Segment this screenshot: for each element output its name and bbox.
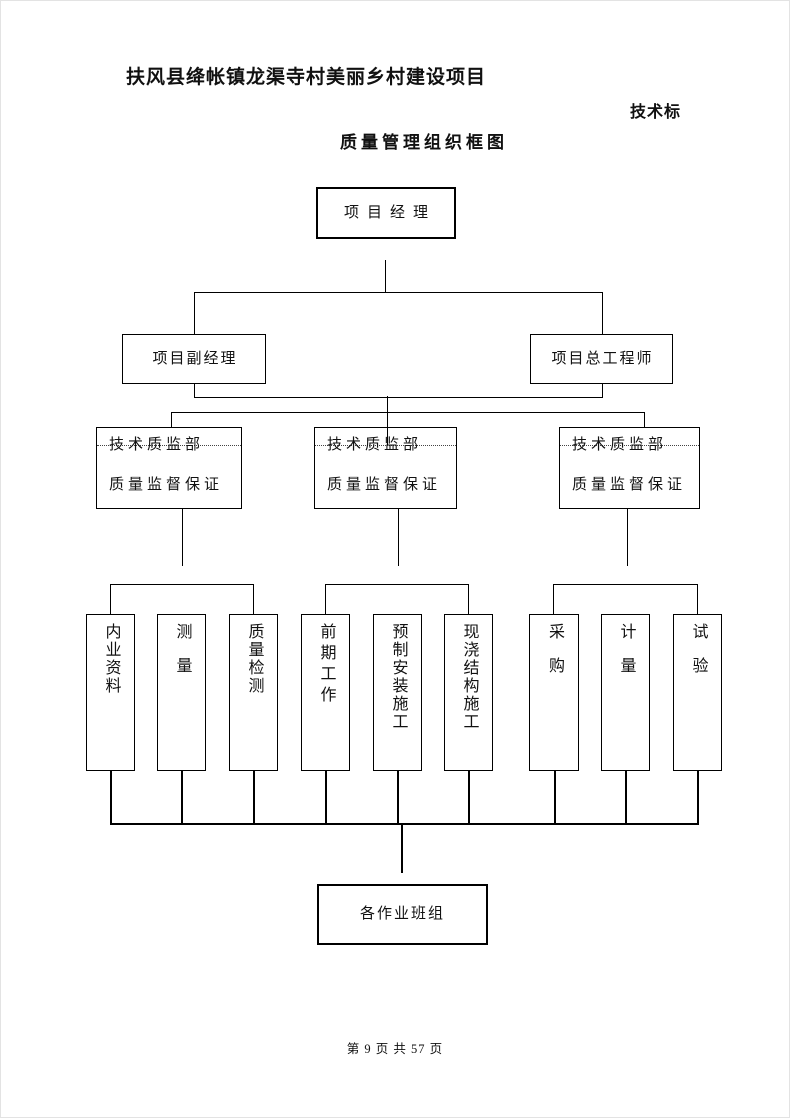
- connector-bottom-stub-3: [253, 771, 255, 823]
- org-box-project-manager: 项目经理: [316, 187, 456, 239]
- org-box-dept-2: 技术质监部 质量监督保证: [314, 427, 457, 509]
- org-box-deputy-manager: 项目副经理: [122, 334, 266, 384]
- connector-group3-stub-right: [697, 584, 698, 614]
- vbox-label: 试验: [689, 623, 707, 691]
- vbox-label: 质量检测: [245, 623, 263, 695]
- dept-line2: 质量监督保证: [109, 477, 224, 493]
- connector-group2-stub-left: [325, 584, 326, 614]
- connector-bottom-stub-6: [468, 771, 470, 823]
- org-box-work-teams: 各作业班组: [317, 884, 488, 945]
- connector-root-drop: [385, 260, 386, 292]
- connector-bottom-stub-9: [697, 771, 699, 823]
- connector-group3-rail: [553, 584, 698, 585]
- connector-bottom-box-drop: [401, 825, 403, 873]
- org-box-dept-1: 技术质监部 质量监督保证: [96, 427, 242, 509]
- org-box-quality-inspection: 质量检测: [229, 614, 278, 771]
- connector-group3-drop: [627, 509, 628, 566]
- connector-group2-drop: [398, 509, 399, 566]
- dept-line1: 技术质监部: [109, 437, 205, 453]
- project-title: 扶风县绛帐镇龙渠寺村美丽乡村建设项目: [126, 67, 487, 88]
- connector-bottom-stub-2: [181, 771, 183, 823]
- dotted-rule: [560, 445, 699, 446]
- connector-level3-stub-right: [644, 412, 645, 428]
- org-box-dept-3: 技术质监部 质量监督保证: [559, 427, 700, 509]
- org-box-preliminary-work: 前期工作: [301, 614, 350, 771]
- vbox-label: 计量: [617, 623, 635, 691]
- connector-bottom-stub-1: [110, 771, 112, 823]
- bid-type-label: 技术标: [630, 104, 682, 121]
- org-box-internal-records: 内业资料: [86, 614, 135, 771]
- connector-level3-rail: [171, 412, 644, 413]
- vbox-label: 采购: [546, 623, 563, 691]
- org-box-prefab-installation: 预制安装施工: [373, 614, 422, 771]
- vbox-label: 预制安装施工: [389, 623, 407, 731]
- dept-line2: 质量监督保证: [327, 477, 442, 493]
- connector-group2-stub-right: [468, 584, 469, 614]
- connector-bottom-rail: [110, 823, 699, 825]
- connector-group2-rail: [325, 584, 469, 585]
- org-box-survey: 测量: [157, 614, 206, 771]
- connector-level3-stub-left: [171, 412, 172, 428]
- connector-bottom-stub-8: [625, 771, 627, 823]
- dept-line1: 技术质监部: [327, 437, 423, 453]
- connector-center-drop: [387, 396, 388, 412]
- dept-line2: 质量监督保证: [572, 477, 687, 493]
- connector-bottom-stub-4: [325, 771, 327, 823]
- dept-line1: 技术质监部: [572, 437, 668, 453]
- connector-group1-drop: [182, 509, 183, 566]
- connector-bottom-stub-5: [397, 771, 399, 823]
- connector-group1-stub-left: [110, 584, 111, 614]
- vbox-label: 现浇结构施工: [460, 623, 478, 731]
- connector-bottom-stub-7: [554, 771, 556, 823]
- page-number: 第 9 页 共 57 页: [346, 1042, 444, 1056]
- org-box-metering: 计量: [601, 614, 650, 771]
- connector-group1-rail: [110, 584, 254, 585]
- vbox-label: 内业资料: [102, 623, 120, 695]
- vbox-label: 测量: [173, 623, 191, 691]
- dotted-rule: [97, 445, 241, 446]
- org-box-cast-in-place: 现浇结构施工: [444, 614, 493, 771]
- connector-group3-stub-left: [553, 584, 554, 614]
- connector-level3-stub-center: [387, 412, 388, 445]
- dotted-rule: [315, 445, 456, 446]
- connector-group1-stub-right: [253, 584, 254, 614]
- diagram-title: 质量管理组织框图: [340, 133, 508, 152]
- vbox-label: 前期工作: [317, 623, 335, 707]
- org-box-procurement: 采购: [529, 614, 579, 771]
- org-box-testing: 试验: [673, 614, 722, 771]
- org-box-chief-engineer: 项目总工程师: [530, 334, 673, 384]
